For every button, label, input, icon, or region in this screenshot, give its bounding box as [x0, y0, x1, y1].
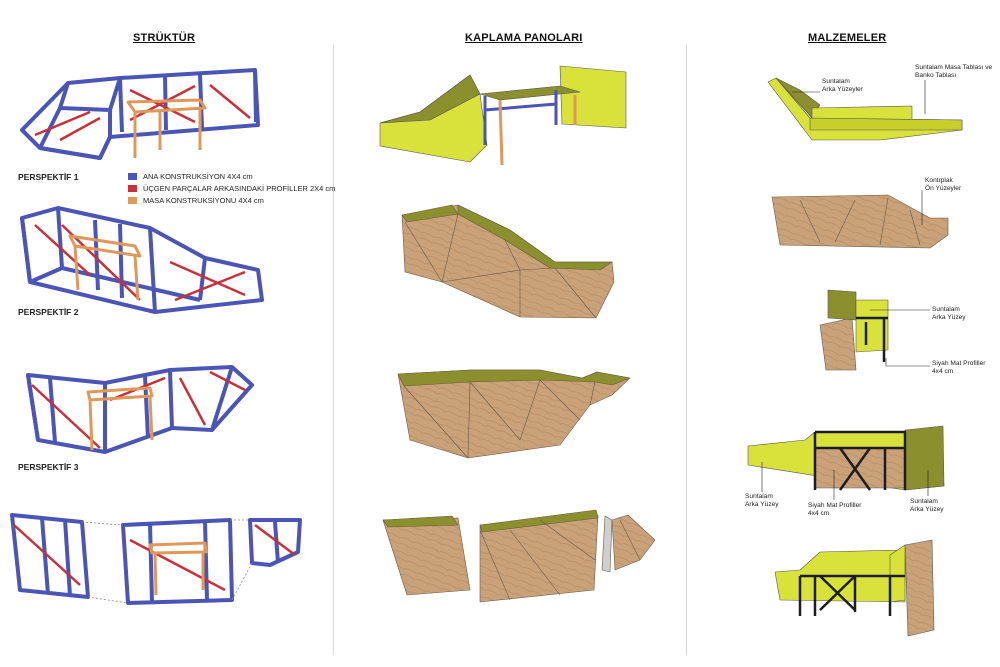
legend-label: ANA KONSTRUKSİYON 4X4 cm	[143, 171, 253, 181]
structure-perspective-3	[26, 365, 254, 454]
panel-view-3	[397, 369, 631, 459]
materials-title: MALZEMELER	[808, 32, 887, 44]
perspective-3-label: PERSPEKTİF 3	[18, 462, 79, 472]
legend-swatch-orange	[128, 196, 137, 204]
material-view-3	[819, 289, 889, 371]
panels-title: KAPLAMA PANOLARI	[465, 32, 583, 44]
callout-suntalam-arka-yuzey-1: Suntalam Arka Yüzey	[932, 306, 966, 321]
material-view-4	[747, 425, 945, 491]
legend-swatch-blue	[128, 172, 137, 180]
legend-item-main-frame: ANA KONSTRUKSİYON 4X4 cm	[128, 170, 335, 182]
structure-perspective-2	[20, 206, 264, 314]
structure-exploded	[10, 513, 302, 605]
perspective-2-label: PERSPEKTİF 2	[18, 307, 79, 317]
panel-view-2	[401, 204, 615, 319]
callout-suntalam-masa-tablasi: Suntalam Masa Tablası ve Banko Tablası	[915, 64, 993, 79]
perspective-1-label: PERSPEKTİF 1	[18, 172, 79, 182]
callout-suntalam-arka-yuzeyler: Suntalam Arka Yüzeyler	[822, 78, 863, 93]
legend: ANA KONSTRUKSİYON 4X4 cm ÜÇGEN PARÇALAR …	[128, 170, 335, 206]
callout-siyah-mat-2: Siyah Mat Profiller 4x4 cm	[808, 502, 862, 517]
callout-suntalam-arka-yuzey-right: Suntalam Arka Yüzey	[910, 498, 944, 513]
panel-view-exploded	[382, 509, 656, 603]
panel-view-1	[379, 65, 627, 166]
structure-title: STRÜKTÜR	[133, 32, 196, 44]
column-divider-right	[686, 45, 687, 655]
legend-label: ÜÇGEN PARÇALAR ARKASINDAKİ PROFİLLER 2X4…	[143, 183, 336, 193]
callout-leaders	[761, 80, 930, 500]
column-divider-left	[333, 45, 334, 655]
legend-swatch-red	[128, 184, 137, 192]
callout-siyah-mat-1: Siyah Mat Profiller 4x4 cm	[932, 360, 986, 375]
structure-perspective-1	[20, 68, 260, 160]
material-view-2	[771, 194, 949, 249]
legend-item-table-frame: MASA KONSTRUKSİYONU 4X4 cm	[128, 194, 335, 206]
callout-suntalam-arka-yuzey-left: Suntalam Arka Yüzey	[745, 493, 779, 508]
legend-label: MASA KONSTRUKSİYONU 4X4 cm	[143, 195, 264, 205]
legend-item-triangle-profiles: ÜÇGEN PARÇALAR ARKASINDAKİ PROFİLLER 2X4…	[128, 182, 335, 194]
callout-kontrplak: Kontrplak Ön Yüzeyler	[925, 177, 962, 192]
material-view-5	[774, 539, 935, 637]
material-view-1	[767, 77, 963, 141]
